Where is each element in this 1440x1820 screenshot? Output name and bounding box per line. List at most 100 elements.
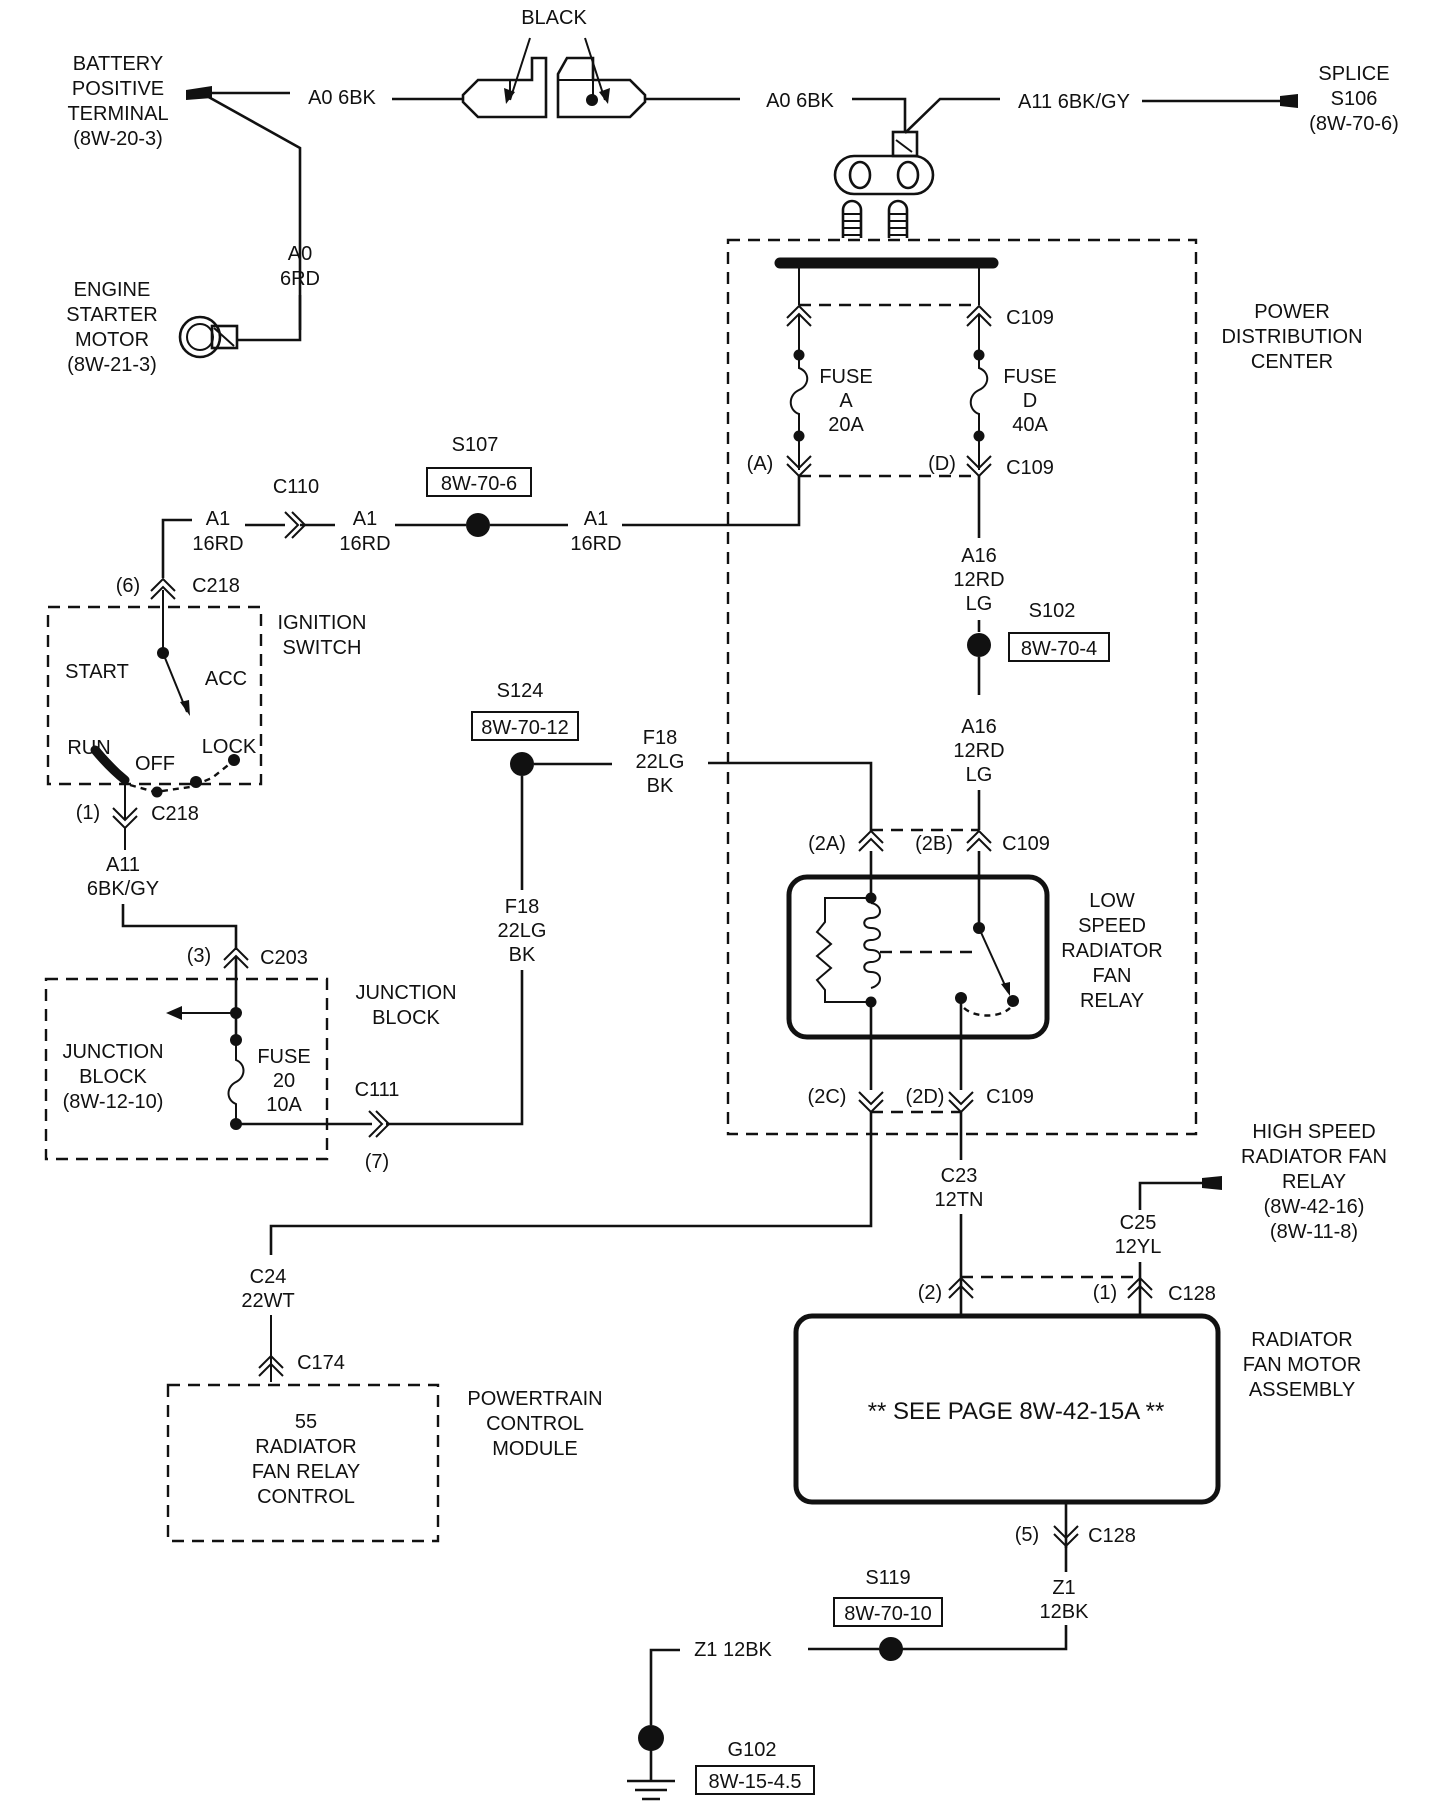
pcm-label-2: CONTROL [486,1413,584,1435]
splice-s124-ref-box[interactable] [471,711,579,741]
high-speed-relay-label-5: (8W-11-8) [1270,1221,1358,1243]
c109-pin-2a [858,829,884,852]
wire-z1-to-ground [649,1648,680,1725]
wire-f18-h-label-3: BK [647,775,674,797]
fuse-20-element [227,1045,245,1120]
c109-top-label: C109 [1006,307,1054,329]
ground-g102-ref[interactable]: 8W-15-4.5 [708,1771,801,1793]
ignition-lock-label: LOCK [202,736,257,758]
wire-a16-lower-label-1: A16 [961,716,997,738]
wire-a11-left-label-2: 6BK/GY [87,878,159,900]
battery-positive-terminal: BATTERY POSITIVE TERMINAL (8W-20-3) [67,53,212,150]
c128-bottom-label: C128 [1088,1525,1136,1547]
c109-relay-bottom-label: C109 [986,1086,1034,1108]
ground-g102-dot [638,1725,664,1751]
ground-icon [627,1779,675,1801]
wire-z1-label-2: 12BK [1040,1601,1090,1623]
c109-pin-2d [948,1091,974,1114]
wire-a0-6rd-label-1: A0 [288,243,312,265]
splice-s106-label-3: (8W-70-6) [1309,113,1399,135]
relay-label-1: LOW [1089,890,1135,912]
wire-a1-left-label-1: A1 [206,508,230,530]
wire-c25-label-2: 12YL [1115,1236,1162,1258]
pin-1-label: (1) [1093,1282,1117,1304]
fuse-a: FUSE A 20A (A) [747,304,873,478]
pcm-label-1: POWERTRAIN [467,1388,602,1410]
fuse-20-label-2: 20 [273,1070,295,1092]
splice-s102-id: S102 [1029,600,1076,622]
see-page-note[interactable]: ** SEE PAGE 8W-42-15A ** [868,1398,1165,1425]
fuse-d-label-3: 40A [1012,414,1048,436]
wire-f18-h-label-1: F18 [643,727,677,749]
pin-2-label: (2) [918,1282,942,1304]
wire-f18-h-label-2: 22LG [636,751,685,773]
relay-resistor [815,897,871,1003]
splice-s124-dot [510,752,534,776]
splice-s124-id: S124 [497,680,544,702]
arrow-black-right [584,37,606,101]
wire-a16-upper-label-2: 12RD [953,569,1004,591]
connector-c111 [368,1110,391,1138]
junction-block-outline [44,977,329,1161]
splice-s107-ref-box[interactable] [426,467,532,497]
splice-s119-id: S119 [865,1567,910,1589]
relay-coil [863,902,881,989]
wire-a1-left-vertical [161,518,192,578]
wire-c24-label-1: C24 [250,1266,287,1288]
connector-c174 [258,1354,284,1377]
engine-starter-motor: ENGINE STARTER MOTOR (8W-21-3) [66,279,239,376]
ground-g102-id: G102 [728,1739,777,1761]
ignition-label-1: IGNITION [278,612,367,634]
black-connector-label: BLACK [521,7,587,29]
c218-pin-6 [150,577,176,600]
wire-a0-6rd [204,93,302,330]
splice-s119-ref-box[interactable] [833,1597,943,1627]
wire-a11-left-label-1: A11 [106,854,140,876]
arrow-black-left [509,37,531,101]
fan-motor-label-1: RADIATOR [1251,1329,1353,1351]
c218-top-label: C218 [192,575,240,597]
splice-s124-ref[interactable]: 8W-70-12 [481,717,568,739]
relay-label-4: FAN [1093,965,1132,987]
c109-mid-label: C109 [1006,457,1054,479]
fuse-d-pin: (D) [928,453,956,475]
wire-a16-lower-label-3: LG [966,764,993,786]
ignition-start-label: START [65,661,129,683]
ground-g102-ref-box[interactable] [695,1765,815,1795]
wire-c25-upper [1138,1181,1202,1210]
junction-branch-arrow-icon [166,1006,182,1020]
pin-3-label: (3) [187,945,211,967]
splice-s107-dot [466,513,490,537]
starter-label-4: (8W-21-3) [67,354,157,376]
starter-label-2: STARTER [66,304,158,326]
radiator-fan-motor-box [793,1313,1221,1505]
wire-a1-right-label-2: 16RD [570,533,621,555]
fuse-a-pin: (A) [747,453,774,475]
wire-c24-label-2: 22WT [241,1290,294,1312]
pin-7-label: (7) [365,1151,389,1173]
wire-a1-mid-label-2: 16RD [339,533,390,555]
junction-inner-label-3: (8W-12-10) [63,1091,164,1113]
battery-label-2: POSITIVE [72,78,164,100]
connector-female-black [556,56,647,119]
battery-label-3: TERMINAL [67,103,168,125]
pcm-label-3: MODULE [492,1438,578,1460]
wire-a0-6rd-label-2: 6RD [280,268,320,290]
fuse-20-label-3: 10A [266,1094,302,1116]
pin-2d-label: (2D) [906,1086,945,1108]
splice-s107-ref[interactable]: 8W-70-6 [441,473,517,495]
wire-a11-top-label: A11 6BK/GY [1018,91,1130,113]
wire-z1-vertical-lower [902,1625,1068,1651]
wire-f18-vertical-lower [386,970,524,1126]
splice-s102-ref-box[interactable] [1008,632,1110,662]
splice-s102-ref[interactable]: 8W-70-4 [1021,638,1097,660]
c109-pin-2b [966,829,992,852]
c110-label: C110 [273,476,319,498]
pcm-inner-2: RADIATOR [255,1436,357,1458]
pin-1-c218-label: (1) [76,802,100,824]
battery-label-4: (8W-20-3) [73,128,163,150]
splice-s119-ref[interactable]: 8W-70-10 [844,1603,931,1625]
splice-s106-label-1: SPLICE [1318,63,1389,85]
c111-label: C111 [355,1079,400,1101]
